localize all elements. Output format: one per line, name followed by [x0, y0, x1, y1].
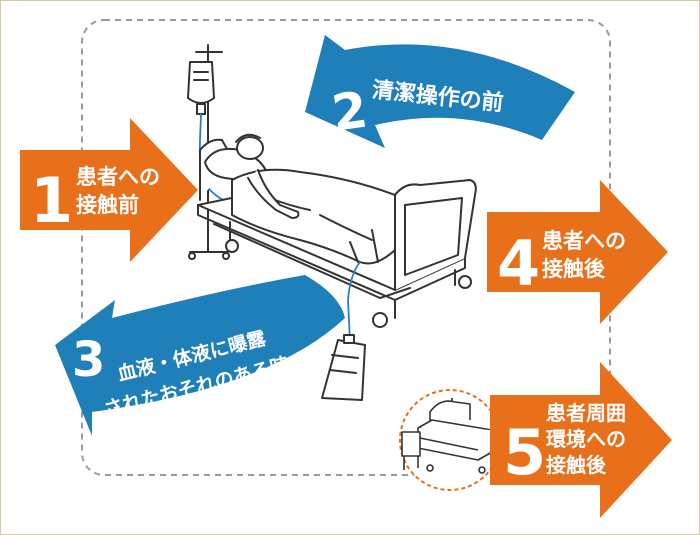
step-4-label-line2: 接触後 [542, 257, 606, 281]
step-1-number: 1 [30, 164, 73, 237]
step-1-label-line1: 患者への [76, 165, 160, 189]
step-5-label-line2: 環境への [546, 427, 626, 451]
step-3-arrow: 3 血液・体液に曝露 されたおそれのある時 [55, 275, 345, 436]
hospital-bed-illustration [187, 44, 477, 401]
small-bed-icon [401, 398, 493, 474]
step-5-number: 5 [503, 416, 546, 489]
step-5-label-line3: 接触後 [546, 453, 607, 477]
step-1-arrow: 1 患者への 接触前 [20, 118, 198, 262]
dashed-boundary [81, 19, 611, 476]
step-2-arrow: 2 清潔操作の前 [305, 35, 575, 148]
step-4-label-line1: 患者への [542, 229, 626, 253]
step-5-label-line1: 患者周囲 [546, 401, 626, 425]
step-5-arrow: 5 患者周囲 環境への 接触後 [490, 362, 672, 518]
step-1-label-line2: 接触前 [76, 193, 139, 217]
step-2-number: 2 [328, 81, 371, 143]
step-4-number: 4 [497, 227, 540, 300]
step-3-number: 3 [72, 332, 105, 388]
step-4-arrow: 4 患者への 接触後 [487, 180, 668, 324]
